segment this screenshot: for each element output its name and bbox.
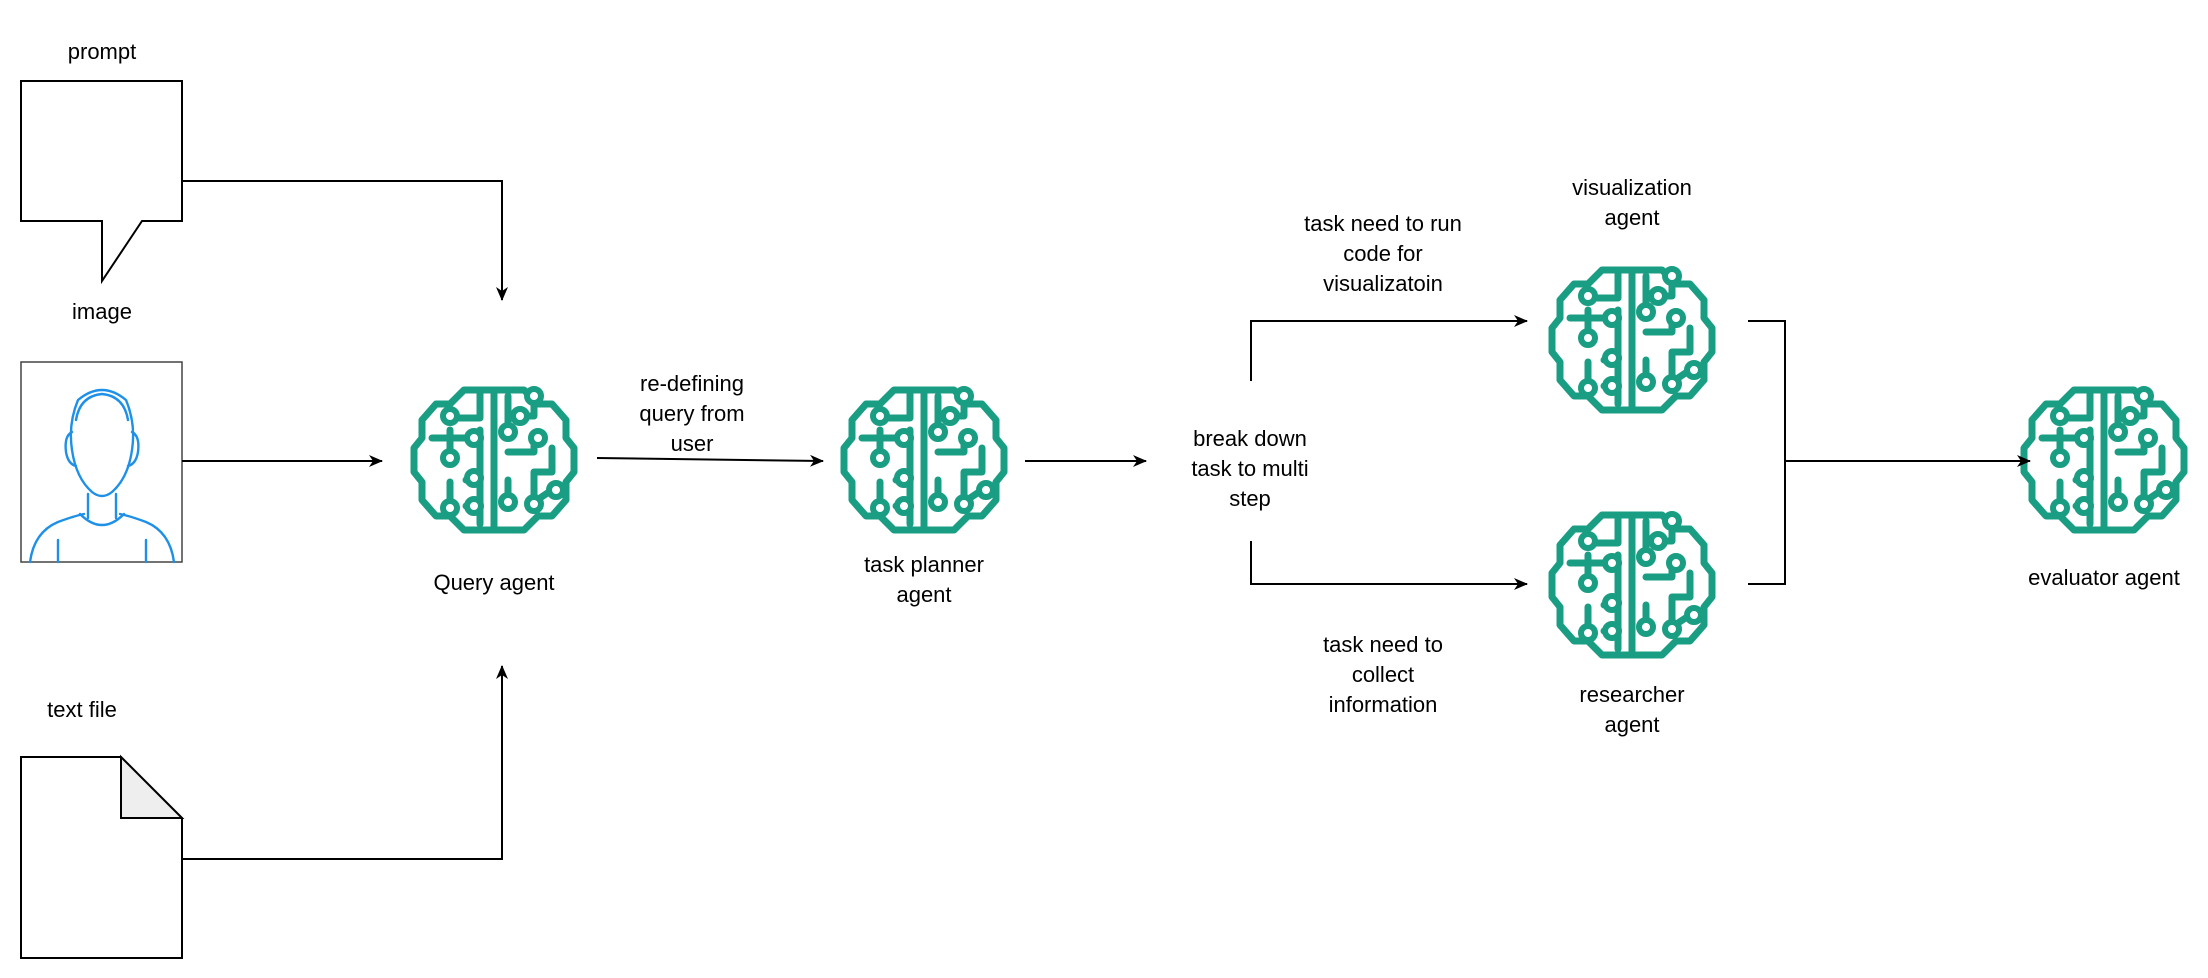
redefine-query-edge-label: re-defining query from user <box>639 371 745 456</box>
image-user-silhouette-icon <box>20 361 183 564</box>
visualization-to-merge-line <box>1748 320 1786 461</box>
visualization-agent-brain-circuit-icon <box>1552 269 1712 410</box>
evaluator-agent-brain-circuit-icon <box>2024 389 2184 530</box>
prompt-label: prompt <box>67 39 137 64</box>
researcher-agent-label: researcher agent <box>1579 682 1685 737</box>
research-task-edge-label: task need to collect information <box>1323 632 1443 717</box>
text-file-document-icon <box>20 754 185 959</box>
text-file-label: text file <box>47 697 117 722</box>
query-agent-brain-circuit-icon <box>414 389 574 530</box>
breakdown-to-visualization-arrow <box>1250 315 1528 381</box>
researcher-agent-brain-circuit-icon <box>1552 514 1712 655</box>
query-agent-label: Query agent <box>433 570 555 595</box>
visualization-agent-label: visualization agent <box>1572 175 1692 230</box>
task-planner-agent-label: task planner agent <box>864 552 984 607</box>
visualization-task-edge-label: task need to run code for visualizatoin <box>1304 211 1462 296</box>
task-planner-agent-brain-circuit-icon <box>844 389 1004 530</box>
prompt-to-query-arrow <box>182 180 508 301</box>
text-file-to-query-arrow <box>182 665 508 860</box>
query-to-planner-arrow <box>596 454 824 467</box>
breakdown-to-researcher-arrow <box>1250 541 1528 590</box>
prompt-speech-bubble-icon <box>20 80 183 285</box>
image-label: image <box>72 299 132 324</box>
break-down-step-label: break down task to multi step <box>1191 426 1309 511</box>
evaluator-agent-label: evaluator agent <box>2028 565 2180 590</box>
researcher-to-merge-line <box>1748 461 1786 585</box>
